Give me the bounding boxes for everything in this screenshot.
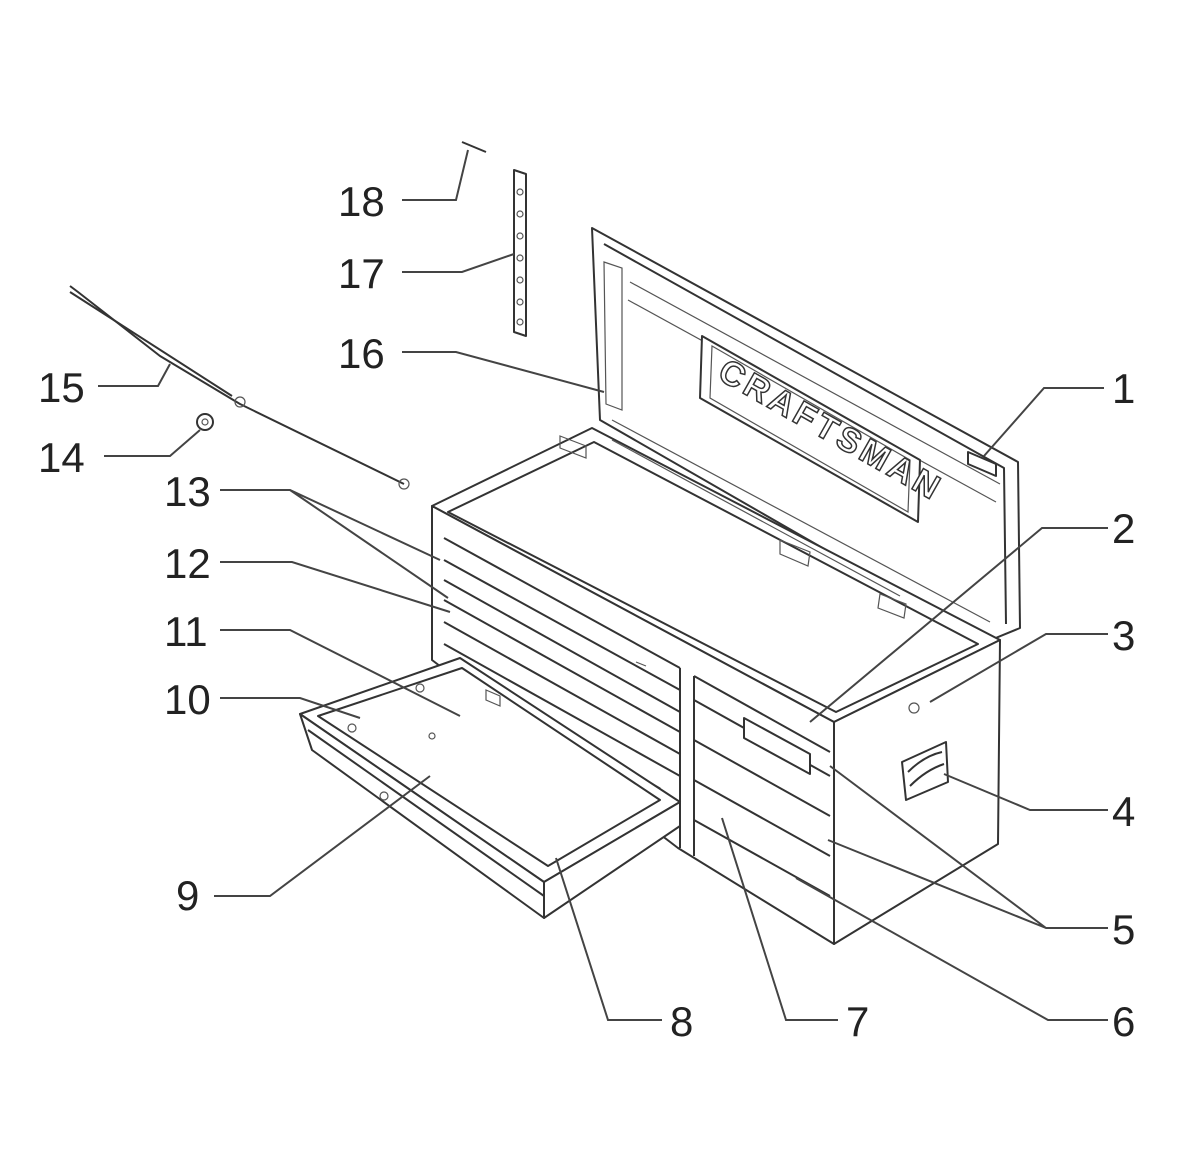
leader-8 — [555, 857, 662, 1021]
chest-side — [833, 639, 1001, 945]
leader-4 — [943, 773, 1108, 811]
leader-1 — [983, 387, 1104, 457]
leader-16 — [402, 351, 605, 393]
leader-10 — [220, 697, 361, 719]
leader-6 — [795, 877, 1108, 1021]
leader-15 — [98, 363, 171, 387]
leader-18 — [402, 149, 469, 201]
open-drawer — [299, 657, 681, 919]
leader-11 — [220, 629, 461, 717]
callout-1: 1 — [1112, 365, 1135, 412]
callout-13: 13 — [164, 468, 211, 515]
callout-9: 9 — [176, 872, 199, 919]
callout-18: 18 — [338, 178, 385, 225]
callout-16: 16 — [338, 330, 385, 377]
callout-5: 5 — [1112, 906, 1135, 953]
leader-2 — [809, 527, 1108, 723]
leader-14 — [104, 429, 201, 457]
callout-3: 3 — [1112, 612, 1135, 659]
leader-13 — [220, 489, 449, 599]
leader-lines — [98, 149, 1108, 1021]
chest-front — [431, 505, 835, 945]
callout-4: 4 — [1112, 788, 1135, 835]
chest-lid: CRAFTSMAN — [591, 227, 1021, 643]
lid-stay — [69, 285, 410, 490]
callout-8: 8 — [670, 998, 693, 1045]
leader-12 — [220, 561, 451, 613]
callout-7: 7 — [846, 998, 869, 1045]
callout-10: 10 — [164, 676, 211, 723]
leader-9 — [214, 775, 431, 897]
callout-15: 15 — [38, 364, 85, 411]
leader-3 — [929, 633, 1108, 703]
leader-17 — [402, 253, 515, 273]
callout-17: 17 — [338, 250, 385, 297]
piano-hinge — [513, 169, 527, 337]
callout-12: 12 — [164, 540, 211, 587]
hinge-pin — [461, 141, 487, 153]
callout-labels: 1 2 3 4 5 6 7 8 9 10 11 12 13 14 15 16 1… — [38, 178, 1135, 1045]
callout-11: 11 — [164, 608, 208, 655]
tool-chest-illustration: CRAFTSMAN — [69, 141, 1021, 945]
leader-5 — [827, 765, 1108, 929]
callout-14: 14 — [38, 434, 85, 481]
callout-2: 2 — [1112, 505, 1135, 552]
callout-6: 6 — [1112, 998, 1135, 1045]
hex-nut — [196, 413, 214, 431]
leader-7 — [721, 817, 838, 1021]
side-handle — [901, 741, 949, 801]
